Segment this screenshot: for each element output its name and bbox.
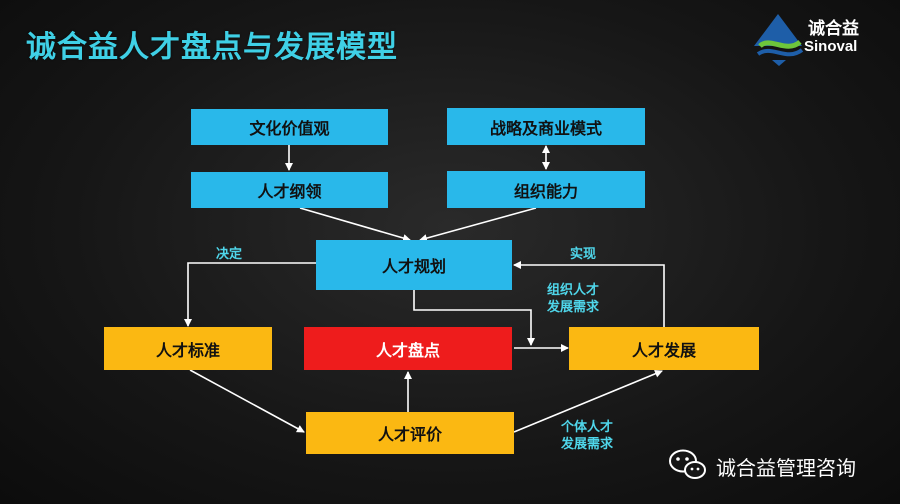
label-individual-need-line2: 发展需求 <box>561 437 614 452</box>
page-title: 诚合益人才盘点与发展模型 <box>26 30 398 65</box>
logo-chinese-name: 诚合益 <box>808 19 859 39</box>
sinoval-logo-icon <box>754 14 804 66</box>
label-individual-need: 个体人才 发展需求 <box>561 419 613 453</box>
logo-english-name: Sinoval <box>804 38 858 55</box>
label-org-need: 组织人才 发展需求 <box>547 282 599 316</box>
label-individual-need-line1: 个体人才 <box>561 420 614 435</box>
label-org-need-line1: 组织人才 <box>547 283 600 298</box>
watermark-text: 诚合益管理咨询 <box>716 456 856 480</box>
arrow-outline-to-planning <box>299 207 411 242</box>
arrow-planning-to-review-area <box>413 290 535 346</box>
node-talent-planning: 人才规划 <box>316 240 512 290</box>
label-org-need-line2: 发展需求 <box>547 300 600 315</box>
arrow-standard-to-evaluation <box>189 369 305 433</box>
arrow-evaluation-to-development <box>513 369 663 433</box>
arrow-orgcap-to-planning <box>419 207 537 242</box>
node-culture-values: 文化价值观 <box>191 109 388 145</box>
node-talent-standard: 人才标准 <box>104 327 272 370</box>
node-talent-outline: 人才纲领 <box>191 172 388 208</box>
node-talent-development: 人才发展 <box>569 327 759 370</box>
label-realize: 实现 <box>570 247 597 262</box>
label-decide: 决定 <box>216 247 243 262</box>
node-org-capability: 组织能力 <box>447 171 645 208</box>
node-talent-review: 人才盘点 <box>304 327 512 370</box>
wechat-icon <box>669 449 706 479</box>
node-strategy-business-model: 战略及商业模式 <box>447 108 645 145</box>
arrow-planning-to-standard <box>184 262 316 327</box>
node-talent-evaluation: 人才评价 <box>306 412 514 454</box>
arrow-development-to-planning <box>513 261 665 327</box>
